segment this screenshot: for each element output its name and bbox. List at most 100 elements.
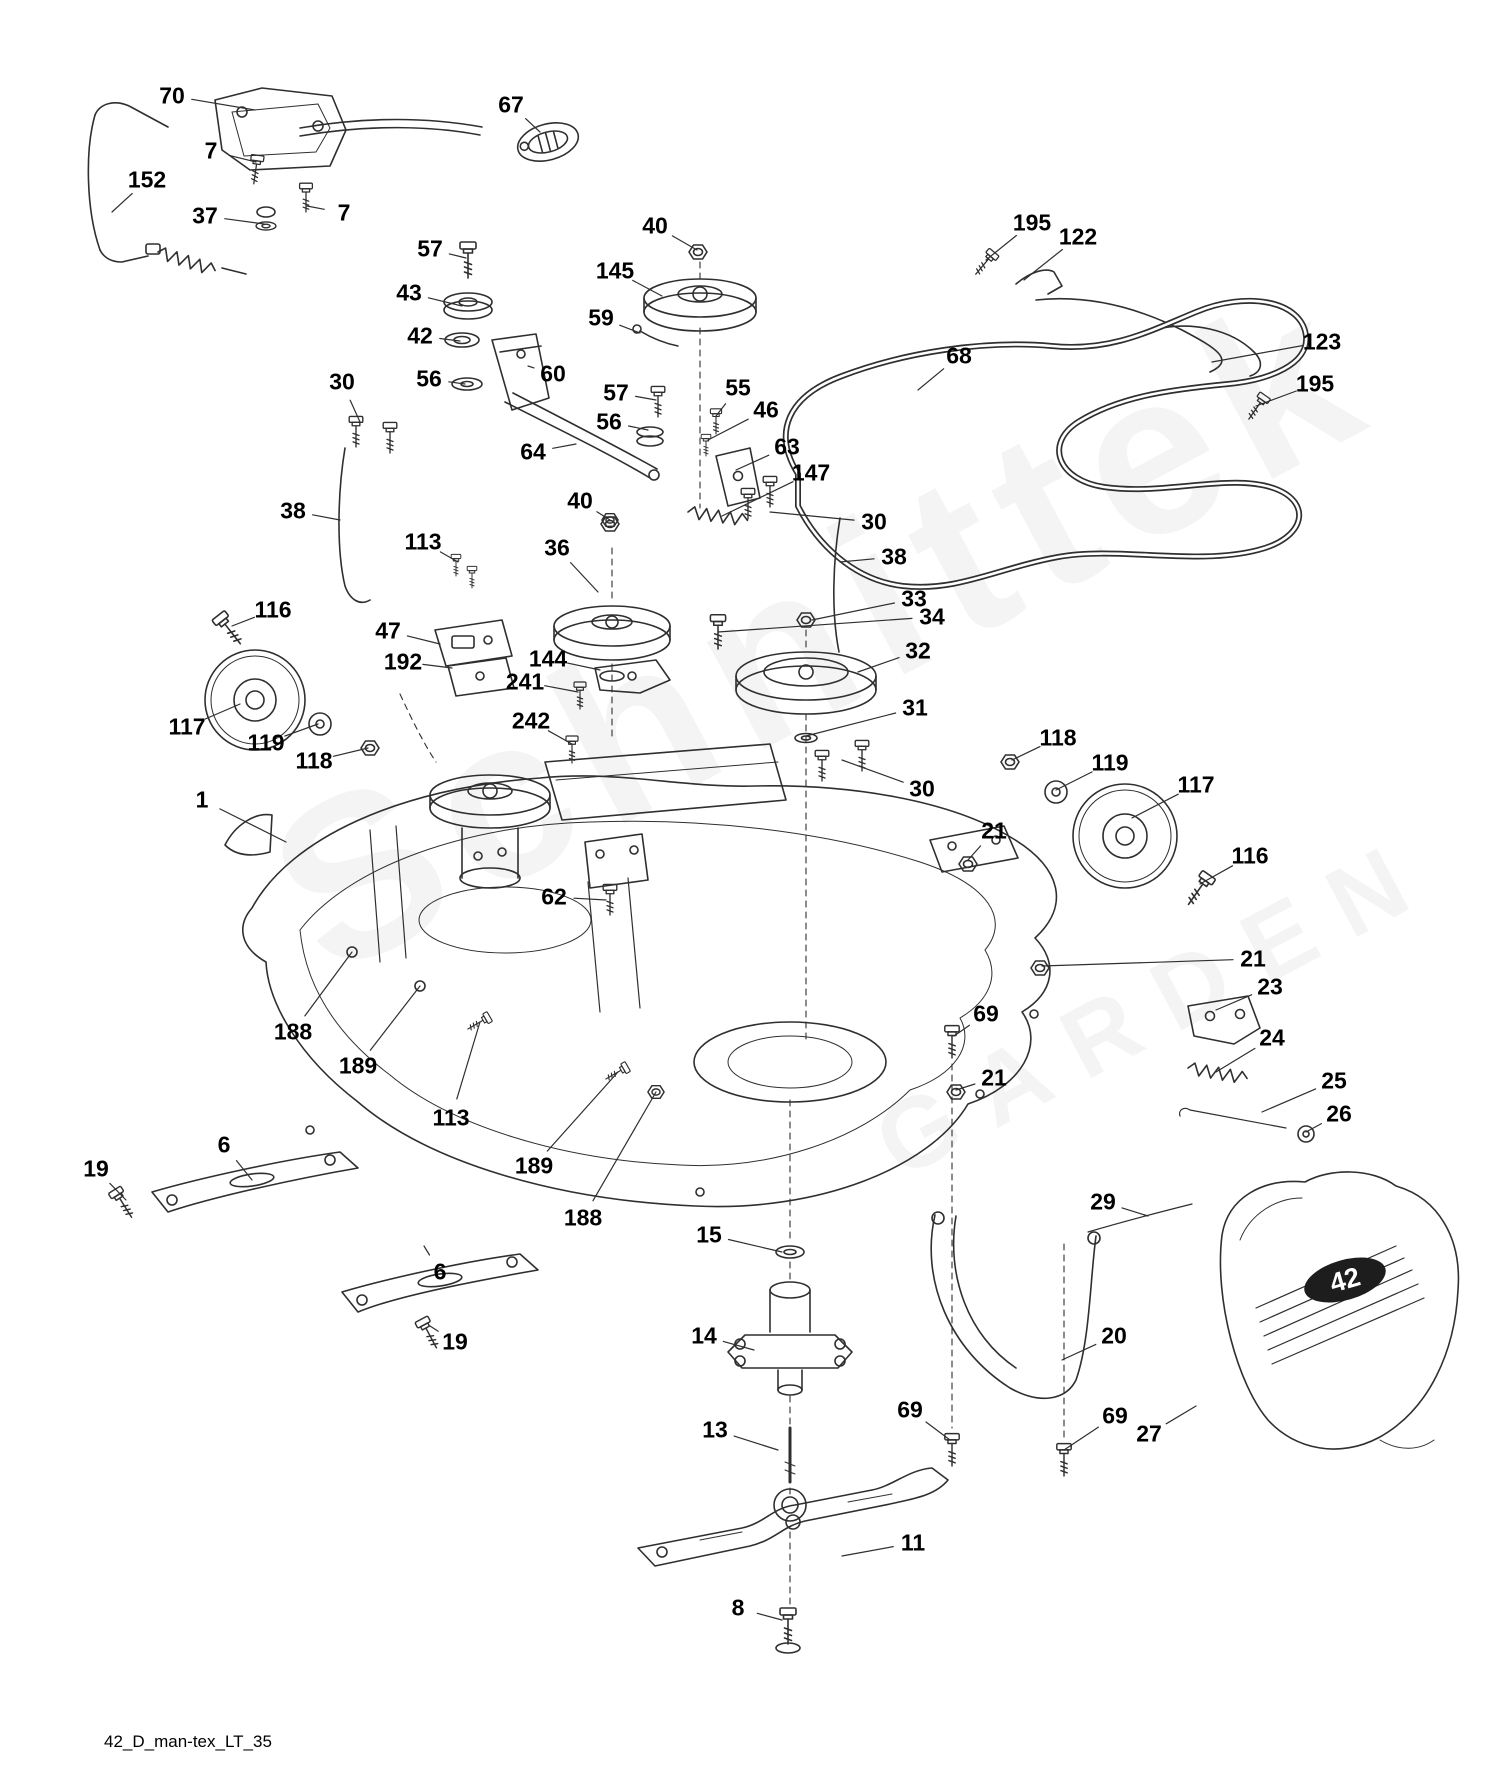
callout-leader-line (427, 297, 463, 307)
callout-leader-line (811, 602, 896, 621)
callout-leader-line (1023, 248, 1064, 281)
belt-keeper-rods (970, 247, 1272, 424)
engine-pulley (632, 244, 757, 509)
callout-leader-line (546, 1071, 619, 1152)
callout-leader-line (204, 703, 241, 720)
callout-leader-line (456, 1021, 481, 1100)
callout-leader-line (769, 511, 855, 521)
callout-leader-line (224, 218, 265, 225)
callout-leader-line (707, 418, 749, 441)
callout-leader-line (733, 1435, 779, 1451)
callout-leader-line (841, 1545, 894, 1557)
callout-leader-line (422, 663, 453, 669)
callout-leader-line (839, 558, 875, 563)
callout-leader-line (805, 712, 897, 737)
callout-leader-line (573, 897, 607, 901)
callout-leader-line (1131, 793, 1179, 819)
callout-leader-line (1211, 345, 1303, 363)
callout-leader-line (1011, 745, 1041, 761)
callout-leader-line (925, 1421, 951, 1441)
callout-leader-line (596, 511, 611, 521)
suspension-arm (930, 1063, 1101, 1477)
callout-leader-line (1305, 1122, 1323, 1133)
lift-lever-assembly (87, 87, 483, 278)
callout-leader-line (448, 381, 466, 385)
callout-leader-line (231, 616, 255, 627)
callout-leader-line (715, 403, 727, 417)
callout-leader-line (1255, 390, 1297, 407)
callout-leader-line (619, 324, 641, 334)
callout-leader-line (1215, 1047, 1256, 1073)
callout-leader-line (756, 1612, 783, 1621)
idler-pulley-stack (338, 415, 877, 1043)
callout-leader-line (566, 662, 601, 671)
callout-leader-line (111, 192, 133, 213)
callout-leader-line (406, 635, 441, 645)
leader-lines (109, 98, 1323, 1621)
callout-leader-line (592, 1091, 657, 1202)
callout-leader-line (1261, 1088, 1317, 1113)
callout-leader-line (1199, 865, 1234, 885)
spindle-assembly (727, 1099, 853, 1607)
callout-leader-line (1061, 1343, 1097, 1361)
callout-leader-line (632, 279, 663, 297)
callout-leader-line (1055, 771, 1093, 791)
callout-leader-line (857, 656, 900, 673)
callout-leader-line (439, 551, 459, 563)
callout-leader-line (304, 951, 353, 1017)
callout-leader-line (369, 985, 421, 1051)
callout-leader-line (109, 1182, 127, 1201)
callout-leader-line (955, 1083, 976, 1091)
callout-leader-line (841, 759, 904, 783)
callout-leader-line (717, 617, 913, 633)
callout-leader-line (635, 395, 657, 401)
hanger-hardware (944, 856, 1315, 1233)
callout-leader-line (1063, 1426, 1100, 1451)
mandrel-pulley (429, 774, 618, 916)
deck-brackets (107, 1151, 539, 1352)
callout-leader-line (527, 365, 535, 369)
callout-leader-line (306, 205, 325, 210)
callout-leader-line (721, 481, 794, 517)
callout-leader-line (219, 808, 287, 843)
idler-bracket-cluster (443, 241, 761, 532)
callout-leader-line (967, 845, 982, 861)
drive-belt (782, 297, 1310, 590)
callout-leader-line (284, 723, 319, 737)
callout-leader-line (917, 368, 945, 391)
callout-leader-line (1041, 959, 1234, 967)
callout-leader-line (727, 1238, 783, 1253)
callout-leader-line (312, 514, 341, 521)
callout-leader-line (429, 1325, 439, 1332)
callout-leader-line (1215, 994, 1253, 1011)
callout-leader-line (439, 337, 461, 342)
gauge-wheel-right (1000, 754, 1217, 910)
discharge-chute: 42 (1219, 1171, 1460, 1450)
callout-leader-line (671, 235, 698, 251)
callout-leader-line (547, 730, 573, 745)
callout-leader-line (524, 117, 541, 133)
callout-leader-line (722, 1340, 755, 1351)
callout-leader-line (191, 98, 256, 111)
callout-leader-line (448, 253, 467, 259)
callout-leader-line (235, 1159, 253, 1181)
callout-leader-line (1121, 1207, 1149, 1217)
blade (637, 1467, 949, 1654)
callout-leader-line (229, 155, 257, 163)
callout-leader-line (735, 454, 770, 471)
callout-leader-line (1165, 1405, 1197, 1425)
callout-leader-line (349, 399, 361, 423)
callout-leader-line (423, 1245, 431, 1256)
flat-idler-assembly (399, 547, 671, 764)
callout-leader-line (569, 561, 599, 593)
key (516, 122, 580, 162)
callout-leader-line (953, 1024, 971, 1037)
callout-leader-line (552, 443, 577, 449)
gauge-wheel-left (204, 609, 380, 756)
callout-leader-line (332, 747, 369, 757)
callout-leader-line (985, 234, 1018, 261)
callout-leader-line (544, 685, 579, 693)
callout-leader-line (627, 425, 649, 431)
